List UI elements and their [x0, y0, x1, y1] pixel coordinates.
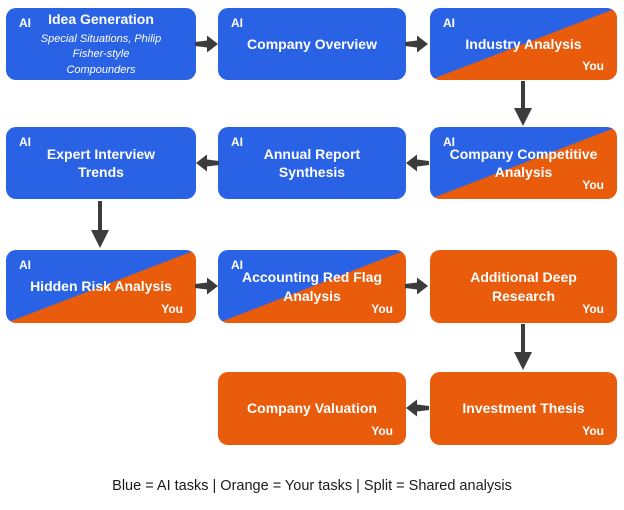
ai-badge: AI: [19, 16, 31, 30]
node-annual-report-synthesis: AI Annual Report Synthesis: [218, 127, 406, 199]
arrow-left-icon: [406, 154, 429, 172]
node-company-overview: AI Company Overview: [218, 8, 406, 80]
arrow-right-icon: [195, 277, 218, 295]
ai-badge: AI: [19, 135, 31, 149]
you-badge: You: [582, 178, 604, 192]
node-investment-thesis: Investment Thesis You: [430, 372, 617, 445]
legend: Blue = AI tasks | Orange = Your tasks | …: [112, 478, 512, 494]
arrow-left-icon: [196, 154, 219, 172]
node-expert-interview-trends: AI Expert Interview Trends: [6, 127, 196, 199]
ai-badge: AI: [19, 258, 31, 272]
node-content: Idea Generation Special Situations, Phil…: [30, 10, 172, 78]
ai-badge: AI: [231, 135, 243, 149]
node-title: Company Overview: [247, 35, 377, 52]
node-title: Idea Generation: [48, 10, 154, 27]
node-title: Industry Analysis: [465, 35, 582, 52]
ai-badge: AI: [443, 16, 455, 30]
node-company-competitive-analysis: AI Company Competitive Analysis You: [430, 127, 617, 199]
you-badge: You: [582, 424, 604, 438]
node-industry-analysis: AI Industry Analysis You: [430, 8, 617, 80]
arrow-down-icon: [514, 81, 532, 126]
node-title: Expert Interview Trends: [46, 145, 156, 180]
you-badge: You: [582, 59, 604, 73]
node-title: Annual Report Synthesis: [263, 145, 361, 180]
node-title: Company Competitive Analysis: [449, 145, 598, 180]
node-subtitle: Special Situations, Philip Fisher-style …: [40, 33, 162, 76]
arrow-left-icon: [406, 399, 429, 417]
node-idea-generation: AI Idea Generation Special Situations, P…: [6, 8, 196, 80]
you-badge: You: [582, 302, 604, 316]
you-badge: You: [371, 424, 393, 438]
ai-badge: AI: [231, 258, 243, 272]
arrow-right-icon: [405, 35, 428, 53]
you-badge: You: [161, 302, 183, 316]
node-accounting-red-flag-analysis: AI Accounting Red Flag Analysis You: [218, 250, 406, 323]
node-hidden-risk-analysis: AI Hidden Risk Analysis You: [6, 250, 196, 323]
node-title: Investment Thesis: [462, 400, 585, 417]
node-title: Additional Deep Research: [470, 269, 577, 304]
node-additional-deep-research: Additional Deep Research You: [430, 250, 617, 323]
you-badge: You: [371, 302, 393, 316]
arrow-right-icon: [405, 277, 428, 295]
node-title: Hidden Risk Analysis: [30, 278, 172, 295]
arrow-right-icon: [195, 35, 218, 53]
node-company-valuation: Company Valuation You: [218, 372, 406, 445]
ai-badge: AI: [231, 16, 243, 30]
arrow-down-icon: [514, 324, 532, 370]
arrow-down-icon: [91, 201, 109, 248]
node-title: Accounting Red Flag Analysis: [242, 269, 382, 304]
ai-badge: AI: [443, 135, 455, 149]
node-title: Company Valuation: [247, 400, 377, 417]
